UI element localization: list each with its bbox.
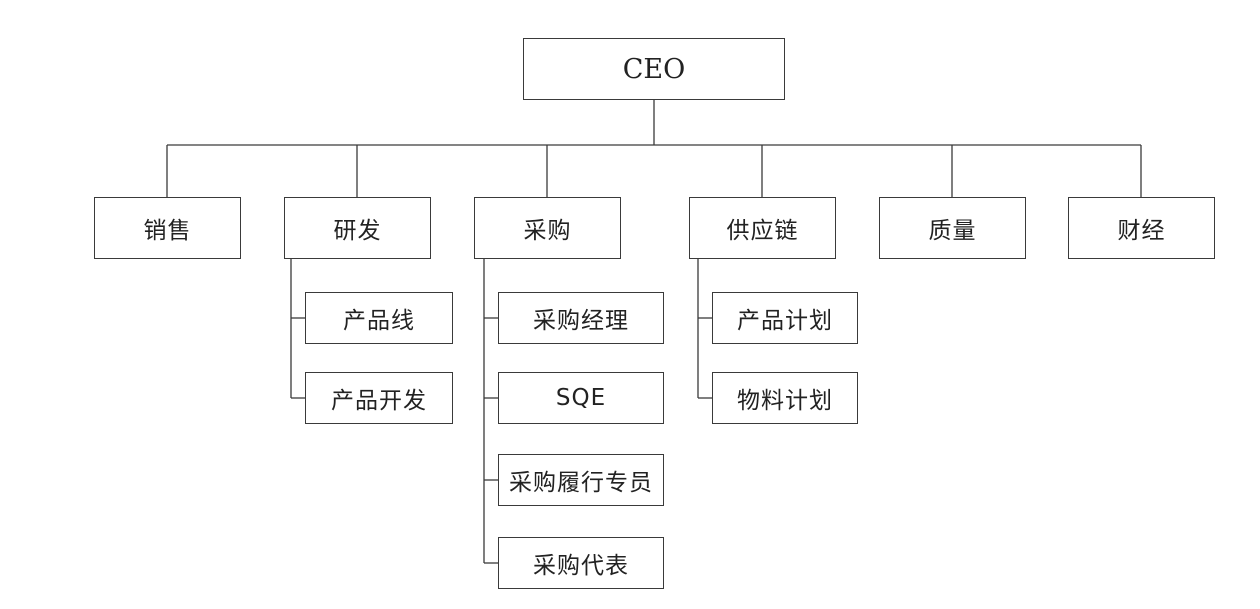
dept-sales: 销售 — [94, 197, 241, 259]
supply-child-material-plan: 物料计划 — [712, 372, 858, 424]
dept-purchasing: 采购 — [474, 197, 621, 259]
ceo-box: CEO — [523, 38, 785, 100]
dept-quality: 质量 — [879, 197, 1026, 259]
supply-child-product-plan: 产品计划 — [712, 292, 858, 344]
dept-finance: 财经 — [1068, 197, 1215, 259]
dept-supply-chain: 供应链 — [689, 197, 836, 259]
purchasing-child-representative: 采购代表 — [498, 537, 664, 589]
purchasing-child-sqe: SQE — [498, 372, 664, 424]
dept-rnd: 研发 — [284, 197, 431, 259]
purchasing-child-fulfillment: 采购履行专员 — [498, 454, 664, 506]
rnd-child-product-dev: 产品开发 — [305, 372, 453, 424]
purchasing-child-manager: 采购经理 — [498, 292, 664, 344]
rnd-child-product-line: 产品线 — [305, 292, 453, 344]
